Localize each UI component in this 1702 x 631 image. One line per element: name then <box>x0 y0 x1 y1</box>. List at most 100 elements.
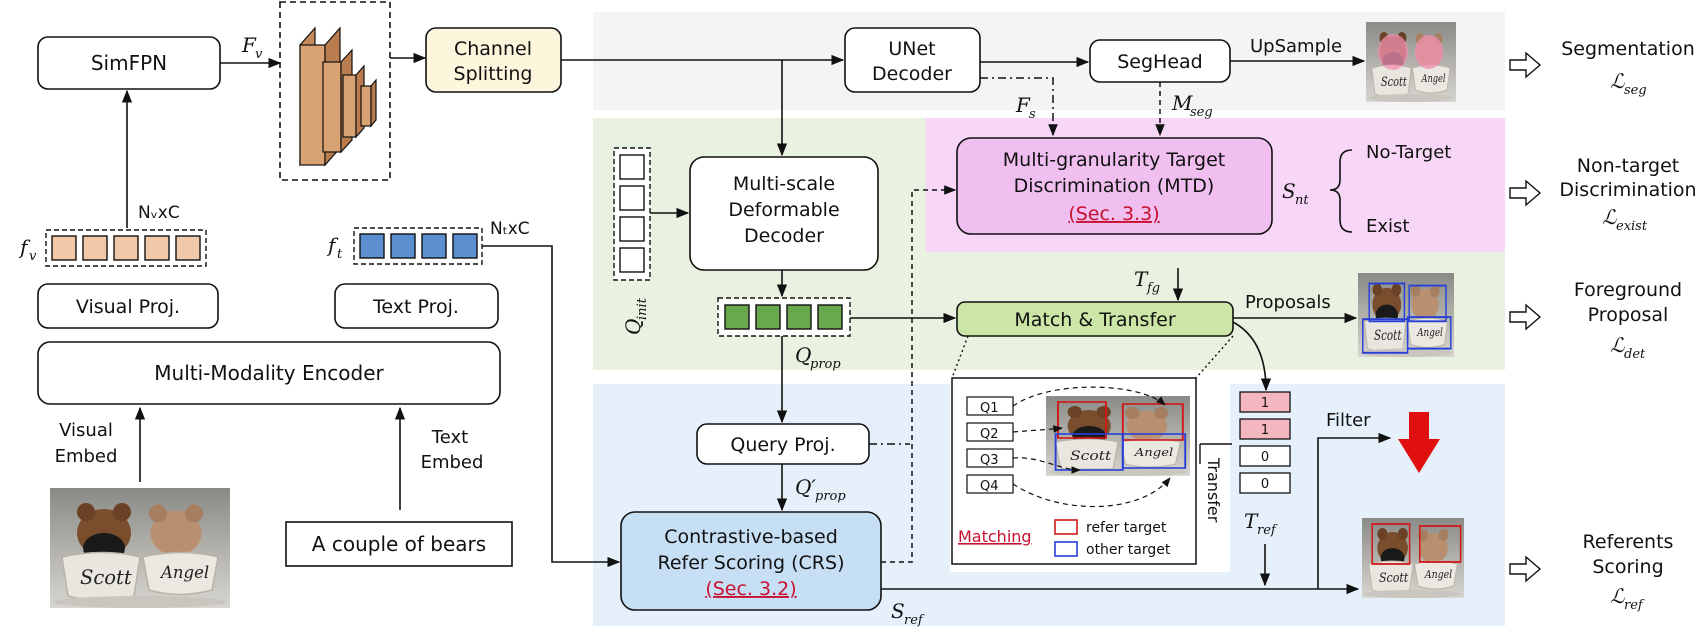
svg-text:s: s <box>1029 107 1036 122</box>
transfer-label: Transfer <box>1204 457 1223 523</box>
mtd-section-link[interactable]: (Sec. 3.3) <box>1068 203 1159 225</box>
svg-text:Discrimination (MTD): Discrimination (MTD) <box>1014 175 1215 197</box>
exist-label: Exist <box>1366 216 1409 237</box>
svg-text:SegHead: SegHead <box>1117 51 1203 73</box>
svg-text:seg: seg <box>1624 83 1647 98</box>
text-input-box: A couple of bears <box>285 521 513 567</box>
visual-embed-label-2: Embed <box>55 446 118 467</box>
text-proj-box: Text Proj. <box>334 283 499 329</box>
svg-text:fg: fg <box>1146 281 1160 296</box>
upsample-label: UpSample <box>1250 36 1342 57</box>
match-to-scores-arrow <box>1232 321 1272 392</box>
unet-to-mtd-dashdot <box>980 77 1058 137</box>
channel-splitting-box: Channel Splitting <box>425 27 562 93</box>
q-prop-tokens <box>717 297 851 337</box>
svg-text:Decoder: Decoder <box>872 63 952 85</box>
svg-text:Multi-scale: Multi-scale <box>733 173 835 195</box>
text-token-shape-label: NₜxC <box>490 219 530 239</box>
svg-text:Multi-granularity Target: Multi-granularity Target <box>1003 149 1225 171</box>
query-q4: Q4 <box>980 479 999 494</box>
visual-token-shape-label: NᵥxC <box>138 203 180 223</box>
text-embed-label-2: Embed <box>421 452 484 473</box>
svg-text:Multi-Modality Encoder: Multi-Modality Encoder <box>154 361 384 385</box>
svg-text:t: t <box>337 247 343 262</box>
seg-output-hollow-arrow <box>1509 51 1542 79</box>
svg-text:init: init <box>635 297 650 320</box>
fv-feature-symbol: F v <box>241 33 263 62</box>
filter-label: Filter <box>1326 410 1371 431</box>
svg-text:UNet: UNet <box>888 38 935 60</box>
inset-connector-right <box>1195 335 1234 379</box>
mtd-box: Multi-granularity Target Discrimination … <box>956 137 1273 235</box>
svg-text:S: S <box>891 599 905 623</box>
unet-decoder-box: UNet Decoder <box>844 27 981 93</box>
svg-text:T: T <box>1134 267 1149 291</box>
segmentation-output-label: Segmentation <box>1561 38 1695 60</box>
proposals-output-image <box>1357 272 1455 358</box>
simfpn-label: SimFPN <box>91 51 167 75</box>
fv-symbol: f v <box>18 235 37 264</box>
mseg-symbol: M seg <box>1171 91 1213 120</box>
svg-text:Decoder: Decoder <box>744 225 824 247</box>
svg-text:Text Proj.: Text Proj. <box>372 296 459 318</box>
svg-text:F: F <box>1015 93 1031 117</box>
crs-to-mtd-dashed <box>881 185 957 563</box>
matching-inset: Q1 Q2 Q3 Q4 Matching refer target other … <box>951 377 1197 565</box>
ft-symbol: f t <box>326 233 343 262</box>
simfpn-box: SimFPN <box>37 36 221 90</box>
fs-symbol: F s <box>1015 93 1036 122</box>
exist-loss-symbol: ℒ exist <box>1602 205 1648 234</box>
nontarget-output-hollow-arrow <box>1509 179 1542 207</box>
svg-text:prop: prop <box>815 489 846 504</box>
q-init-symbol: Q init <box>621 297 650 335</box>
svg-text:T: T <box>1244 509 1259 533</box>
msdd-box: Multi-scale Deformable Decoder <box>689 156 879 271</box>
feature-pyramid <box>279 1 391 181</box>
proposal-output-hollow-arrow <box>1509 303 1542 331</box>
visual-embed-label-1: Visual <box>59 420 113 441</box>
svg-text:Splitting: Splitting <box>454 63 533 85</box>
svg-text:Deformable: Deformable <box>728 199 839 221</box>
proposals-label: Proposals <box>1245 292 1331 313</box>
svg-text:ref: ref <box>904 613 925 628</box>
svg-text:ℒ: ℒ <box>1610 333 1625 357</box>
svg-text:ref: ref <box>1257 523 1278 538</box>
visual-tokens <box>45 229 207 267</box>
q-prop-symbol: Q prop <box>795 343 841 372</box>
svg-text:Q: Q <box>795 343 811 367</box>
svg-text:S: S <box>1282 179 1296 203</box>
score-4: 0 <box>1261 477 1269 492</box>
seg-loss-symbol: ℒ seg <box>1610 69 1647 98</box>
nontarget-output-label-2: Discrimination <box>1559 179 1696 201</box>
referents-label-2: Scoring <box>1592 556 1663 578</box>
query-q1: Q1 <box>980 401 999 416</box>
svg-text:ℒ: ℒ <box>1610 584 1625 608</box>
svg-text:v: v <box>255 47 263 62</box>
filter-arrow <box>1317 432 1392 589</box>
crs-section-link[interactable]: (Sec. 3.2) <box>705 578 796 600</box>
ref-loss-symbol: ℒ ref <box>1610 584 1645 613</box>
match-transfer-box: Match & Transfer <box>956 301 1234 337</box>
snt-symbol: S nt <box>1282 179 1309 208</box>
svg-text:det: det <box>1624 347 1646 362</box>
svg-text:Refer Scoring (CRS): Refer Scoring (CRS) <box>658 552 845 574</box>
text-input-label: A couple of bears <box>312 532 486 556</box>
visual-proj-box: Visual Proj. <box>37 283 219 329</box>
svg-text:nt: nt <box>1295 193 1309 208</box>
snt-brace <box>1329 149 1353 233</box>
q-init-tokens <box>613 147 651 281</box>
score-3: 0 <box>1261 450 1269 465</box>
ref-output-hollow-arrow <box>1509 555 1542 583</box>
text-embed-label-1: Text <box>431 427 468 448</box>
tfg-symbol: T fg <box>1134 267 1160 296</box>
score-1: 1 <box>1261 396 1269 411</box>
q-prop-prime-symbol: Q′ prop <box>795 475 846 504</box>
tref-symbol: T ref <box>1244 509 1278 538</box>
svg-text:M: M <box>1171 91 1193 115</box>
matching-bear-image <box>1045 395 1191 477</box>
query-q3: Q3 <box>980 453 999 468</box>
refer-target-legend: refer target <box>1086 520 1167 536</box>
det-loss-symbol: ℒ det <box>1610 333 1646 362</box>
svg-text:Query Proj.: Query Proj. <box>730 434 835 456</box>
